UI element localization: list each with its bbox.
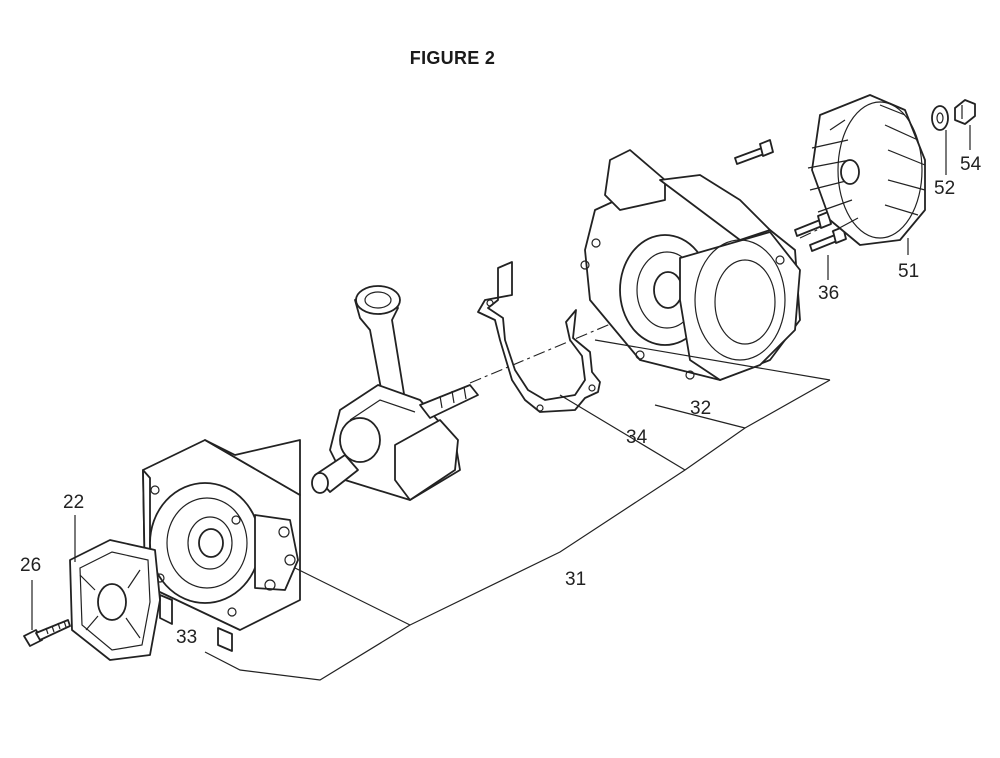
part-label-22: 22: [63, 492, 84, 513]
part-label-51: 51: [898, 261, 919, 282]
part-label-33: 33: [176, 627, 197, 648]
part-label-52: 52: [934, 178, 955, 199]
part-label-36: 36: [818, 283, 839, 304]
bolts-part-36: [734, 139, 847, 252]
figure-title: FIGURE 2: [409, 48, 496, 68]
leader-lines: [31, 125, 971, 681]
nut-part-54: [954, 99, 976, 125]
bolt-part-26: [23, 619, 71, 647]
front-crankcase-part-33: [142, 439, 301, 652]
part-label-54: 54: [960, 154, 982, 175]
crankshaft-assembly: [311, 285, 479, 501]
washer-part-52: [931, 105, 949, 131]
part-label-32: 32: [690, 398, 711, 419]
part-label-34: 34: [626, 427, 648, 448]
flywheel-part-51: [807, 94, 926, 246]
part-label-26: 26: [20, 555, 41, 576]
rear-crankcase-part-32: [580, 149, 801, 381]
part-label-31: 31: [565, 569, 586, 590]
gasket-part-34: [477, 261, 601, 413]
seal-cover-part-22: [69, 539, 161, 661]
